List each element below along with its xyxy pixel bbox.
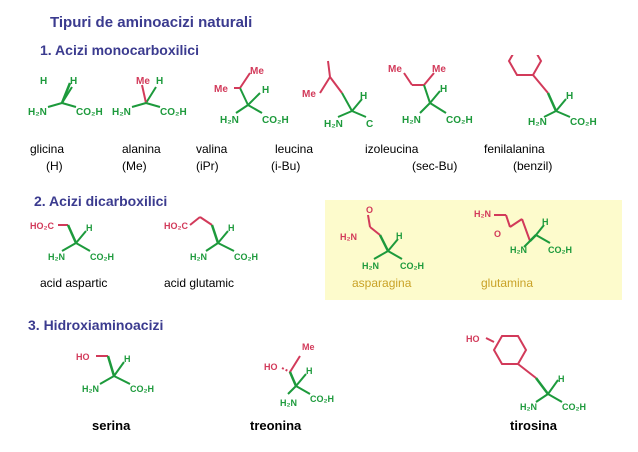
svg-text:HO: HO	[76, 352, 90, 362]
mono-name-alanina: alanina	[122, 142, 161, 156]
svg-text:H: H	[566, 91, 573, 102]
svg-text:H: H	[542, 217, 549, 227]
svg-text:H₂N: H₂N	[112, 107, 131, 118]
svg-text:H₂N: H₂N	[362, 261, 379, 271]
di-name-asparagina: asparagina	[352, 276, 412, 290]
izoleucina-structure: Me Me H H₂N CO₂H	[388, 64, 473, 126]
svg-text:H₂N: H₂N	[402, 115, 421, 126]
section-hydroxy-heading: 3. Hidroxiaminoacizi	[28, 317, 164, 333]
svg-text:H₂N: H₂N	[340, 232, 357, 242]
svg-text:Me: Me	[302, 89, 316, 100]
tirosina-structure: HO H H₂N CO₂H	[466, 334, 586, 412]
svg-text:H₂N: H₂N	[474, 209, 491, 219]
amide-highlight-box	[325, 200, 622, 300]
glutamina-structure: H₂N O H H₂N CO₂H	[474, 209, 572, 255]
svg-text:CO₂H: CO₂H	[570, 117, 597, 128]
svg-text:CO₂H: CO₂H	[262, 115, 289, 126]
svg-text:H₂N: H₂N	[280, 398, 297, 408]
di-name-acid-glutamic: acid glutamic	[164, 276, 235, 290]
svg-text:O: O	[494, 229, 501, 239]
acid-glutamic-structure: HO₂C H H₂N CO₂H	[164, 216, 258, 262]
page-title: Tipuri de aminoacizi naturali	[50, 14, 253, 31]
svg-text:CO₂H: CO₂H	[90, 252, 114, 262]
svg-text:HO: HO	[264, 362, 278, 372]
svg-text:Me: Me	[250, 66, 264, 77]
svg-text:CO₂H: CO₂H	[160, 107, 187, 118]
svg-text:O: O	[366, 205, 373, 215]
svg-text:H: H	[306, 366, 313, 376]
mono-group-izoleucina: (sec-Bu)	[412, 159, 458, 173]
svg-text:Me: Me	[214, 84, 228, 95]
svg-text:CO₂H: CO₂H	[562, 402, 586, 412]
valina-structure: Me Me H H₂N CO₂H	[214, 66, 289, 126]
hydroxy-structures: HO H H₂N CO₂H Me HO H H₂N CO₂H HO H H₂N …	[76, 334, 586, 412]
glicina-structure: H H H₂N CO₂H	[28, 76, 103, 118]
svg-text:H: H	[262, 85, 269, 96]
section-mono-heading: 1. Acizi monocarboxilici	[40, 42, 199, 58]
svg-text:HO₂C: HO₂C	[30, 221, 54, 231]
svg-text:Me: Me	[136, 76, 150, 87]
svg-text:Me: Me	[388, 64, 402, 75]
svg-text:H₂N: H₂N	[324, 119, 343, 130]
di-name-acid-aspartic: acid aspartic	[40, 276, 108, 290]
svg-text:CO₂H: CO₂H	[310, 394, 334, 404]
svg-text:CO₂H: CO₂H	[400, 261, 424, 271]
svg-text:HO: HO	[466, 334, 480, 344]
svg-text:H₂N: H₂N	[510, 245, 527, 255]
svg-text:H₂N: H₂N	[28, 107, 47, 118]
svg-text:C: C	[366, 119, 373, 130]
svg-text:Me: Me	[302, 342, 315, 352]
svg-text:H₂N: H₂N	[520, 402, 537, 412]
mono-name-fenilalanina: fenilalanina	[484, 142, 545, 156]
mono-structures: H H H₂N CO₂H Me H H₂N CO₂H Me Me H H₂N C…	[28, 55, 597, 130]
mono-name-valina: valina	[196, 142, 228, 156]
svg-text:H₂N: H₂N	[48, 252, 65, 262]
svg-text:H: H	[440, 84, 447, 95]
svg-text:CO₂H: CO₂H	[234, 252, 258, 262]
di-structures: HO₂C H H₂N CO₂H HO₂C H H₂N CO₂H O H₂N H …	[30, 205, 572, 271]
svg-text:H: H	[124, 354, 131, 364]
mono-name-izoleucina: izoleucina	[365, 142, 419, 156]
svg-text:H₂N: H₂N	[528, 117, 547, 128]
svg-text:H: H	[228, 223, 235, 233]
treonina-structure: Me HO H H₂N CO₂H	[264, 342, 334, 408]
svg-text:H: H	[558, 374, 565, 384]
mono-name-glicina: glicina	[30, 142, 65, 156]
hydroxy-name-treonina: treonina	[250, 418, 302, 433]
svg-text:CO₂H: CO₂H	[548, 245, 572, 255]
svg-text:HO₂C: HO₂C	[164, 221, 188, 231]
mono-group-fenilalanina: (benzil)	[513, 159, 553, 173]
svg-text:H: H	[70, 76, 77, 87]
svg-text:CO₂H: CO₂H	[130, 384, 154, 394]
di-name-glutamina: glutamina	[481, 276, 534, 290]
mono-group-glicina: (H)	[46, 159, 63, 173]
svg-text:H: H	[40, 76, 47, 87]
alanina-structure: Me H H₂N CO₂H	[112, 76, 187, 118]
svg-text:CO₂H: CO₂H	[446, 115, 473, 126]
svg-text:H: H	[396, 231, 403, 241]
svg-text:Me: Me	[432, 64, 446, 75]
svg-text:H: H	[156, 76, 163, 87]
svg-text:H₂N: H₂N	[82, 384, 99, 394]
mono-group-leucina: (i-Bu)	[271, 159, 301, 173]
hydroxy-name-serina: serina	[92, 418, 131, 433]
svg-text:H: H	[86, 223, 93, 233]
svg-text:H₂N: H₂N	[220, 115, 239, 126]
mono-group-alanina: (Me)	[122, 159, 147, 173]
mono-group-valina: (iPr)	[196, 159, 219, 173]
hydroxy-name-tirosina: tirosina	[510, 418, 557, 433]
fenilalanina-structure: H H₂N CO₂H	[507, 55, 597, 128]
section-di-heading: 2. Acizi dicarboxilici	[34, 193, 168, 209]
leucina-structure: Me H H₂N C	[302, 60, 373, 130]
svg-text:H: H	[360, 91, 367, 102]
acid-aspartic-structure: HO₂C H H₂N CO₂H	[30, 221, 114, 262]
svg-text:H₂N: H₂N	[190, 252, 207, 262]
asparagina-structure: O H₂N H H₂N CO₂H	[340, 205, 424, 271]
mono-name-leucina: leucina	[275, 142, 314, 156]
svg-text:CO₂H: CO₂H	[76, 107, 103, 118]
serina-structure: HO H H₂N CO₂H	[76, 352, 154, 394]
